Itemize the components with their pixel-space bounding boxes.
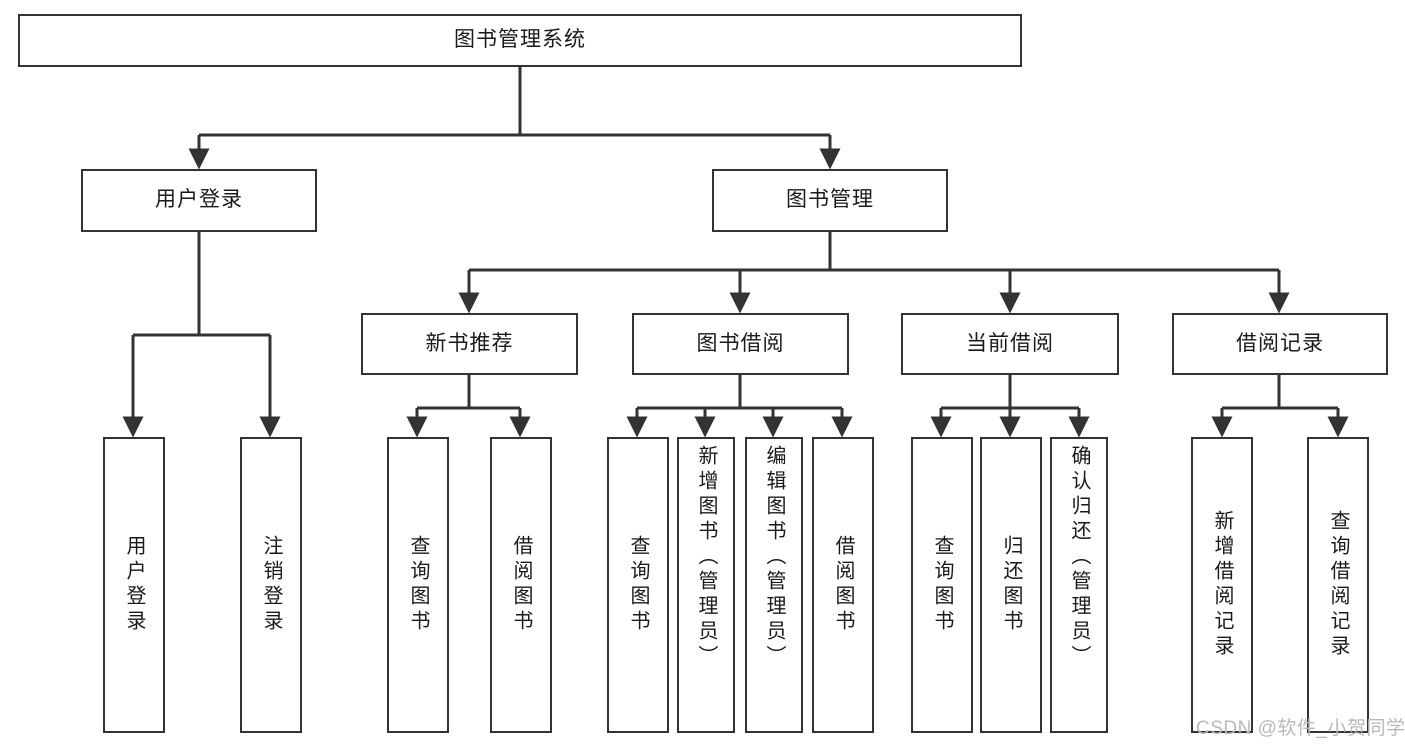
node-root[interactable]: 图书管理系统 (18, 14, 1022, 67)
node-leaf-query-book-3-label: 查询图书 (931, 535, 953, 635)
node-leaf-query-borrow-record[interactable]: 查询借阅记录 (1307, 437, 1369, 733)
node-root-label: 图书管理系统 (454, 28, 586, 52)
node-book-management-label: 图书管理 (786, 188, 874, 212)
node-leaf-add-borrow-record-label: 新增借阅记录 (1211, 510, 1233, 660)
node-book-management[interactable]: 图书管理 (712, 169, 948, 232)
node-user-login[interactable]: 用户登录 (81, 169, 317, 232)
node-leaf-query-book-2-label: 查询图书 (627, 535, 649, 635)
node-leaf-return-book[interactable]: 归还图书 (980, 437, 1042, 733)
node-book-borrow-label: 图书借阅 (696, 331, 785, 355)
node-leaf-query-borrow-record-label: 查询借阅记录 (1327, 510, 1349, 660)
node-leaf-logout-login[interactable]: 注销登录 (240, 437, 302, 733)
node-leaf-logout-login-label: 注销登录 (260, 535, 282, 635)
node-leaf-query-book-3[interactable]: 查询图书 (911, 437, 973, 733)
node-leaf-edit-book-admin-label: 编辑图书（管理员） (763, 445, 785, 670)
node-borrow-record[interactable]: 借阅记录 (1172, 313, 1388, 375)
node-current-borrow[interactable]: 当前借阅 (901, 313, 1119, 375)
node-borrow-record-label: 借阅记录 (1236, 331, 1324, 355)
node-leaf-add-book-admin[interactable]: 新增图书（管理员） (677, 437, 735, 733)
node-book-borrow[interactable]: 图书借阅 (632, 313, 849, 375)
node-leaf-return-book-label: 归还图书 (1000, 535, 1022, 635)
node-leaf-add-book-admin-label: 新增图书（管理员） (695, 445, 717, 670)
node-user-login-label: 用户登录 (155, 188, 243, 212)
node-leaf-user-login-label: 用户登录 (123, 535, 145, 635)
node-leaf-borrow-book-2-label: 借阅图书 (832, 535, 854, 635)
node-current-borrow-label: 当前借阅 (966, 331, 1054, 355)
node-leaf-confirm-return-admin[interactable]: 确认归还（管理员） (1050, 437, 1108, 733)
node-leaf-query-book-1-label: 查询图书 (407, 535, 429, 635)
node-new-book-recommend[interactable]: 新书推荐 (361, 313, 578, 375)
node-leaf-add-borrow-record[interactable]: 新增借阅记录 (1191, 437, 1253, 733)
node-leaf-query-book-1[interactable]: 查询图书 (387, 437, 449, 733)
node-leaf-borrow-book-2[interactable]: 借阅图书 (812, 437, 874, 733)
node-leaf-borrow-book-1-label: 借阅图书 (510, 535, 532, 635)
node-leaf-user-login[interactable]: 用户登录 (103, 437, 165, 733)
csdn-watermark: CSDN @软件_小贺同学 (1196, 718, 1405, 739)
node-leaf-confirm-return-admin-label: 确认归还（管理员） (1068, 445, 1090, 670)
node-new-book-recommend-label: 新书推荐 (425, 331, 514, 355)
node-leaf-edit-book-admin[interactable]: 编辑图书（管理员） (745, 437, 803, 733)
node-leaf-query-book-2[interactable]: 查询图书 (607, 437, 669, 733)
node-leaf-borrow-book-1[interactable]: 借阅图书 (490, 437, 552, 733)
